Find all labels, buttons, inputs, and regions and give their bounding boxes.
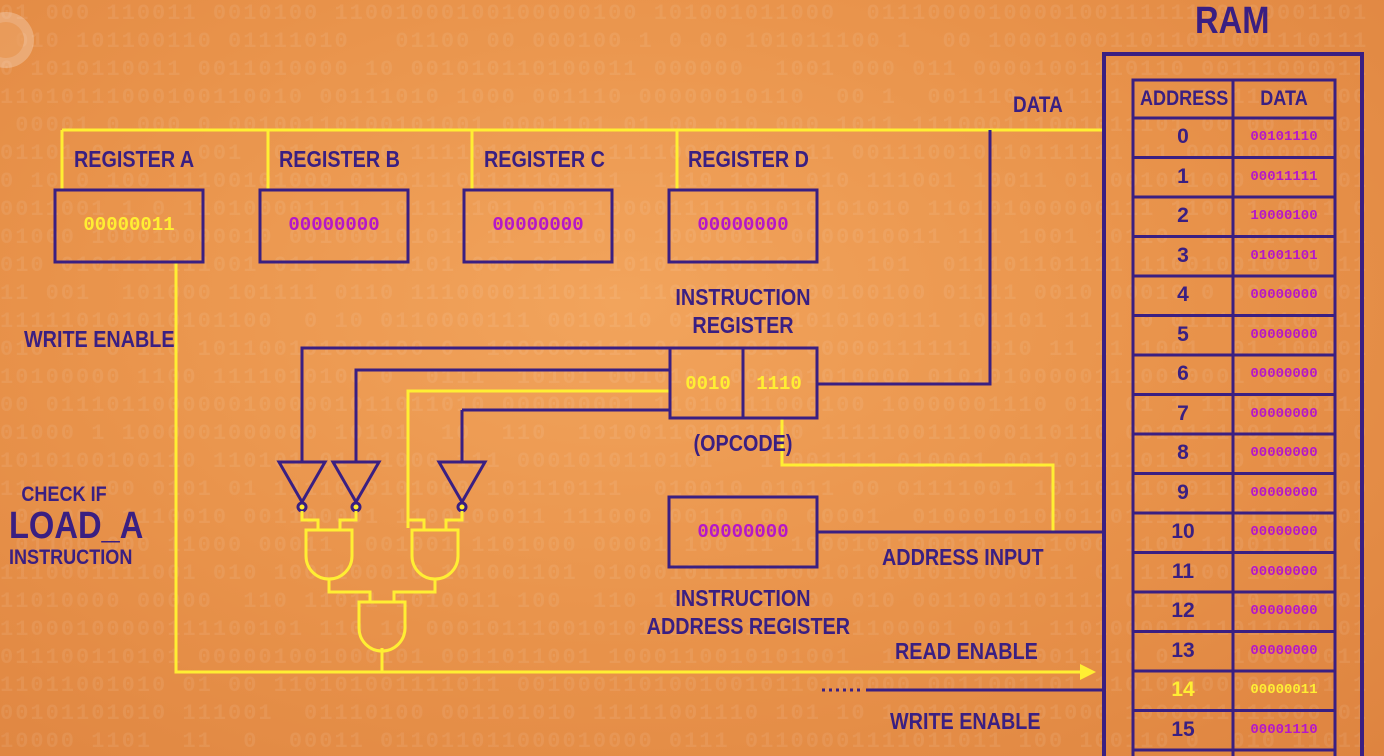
gate-wire	[406, 518, 426, 530]
and-gate-icon	[357, 600, 407, 653]
instruction-address-value: 1110	[756, 373, 802, 395]
ram-address-cell: 12	[1171, 599, 1195, 622]
opcode-value: 0010	[685, 373, 731, 395]
not-gate-icon	[436, 460, 488, 513]
iar-label-line2: ADDRESS REGISTER	[646, 613, 851, 639]
iar-value: 00000000	[697, 521, 789, 543]
address-input-label: ADDRESS INPUT	[882, 544, 1044, 570]
not-gate-icon	[330, 460, 382, 513]
check-if-line: CHECK IF	[21, 483, 107, 506]
data-bus-label: DATA	[1013, 92, 1063, 117]
ram-address-cell: 1	[1177, 164, 1189, 188]
ram-address-cell: 2	[1177, 204, 1189, 227]
not-gate-icon	[276, 460, 328, 513]
register-d-value: 00000000	[697, 214, 789, 236]
ram-data-cell: 00000000	[1250, 484, 1318, 501]
ram-data-cell: 00000000	[1250, 287, 1318, 303]
register-d-box	[667, 188, 819, 264]
gate-wire	[327, 579, 372, 602]
ram-address-cell: 13	[1171, 638, 1195, 662]
register-b-box	[258, 188, 410, 264]
data-bus-wire	[60, 128, 1104, 190]
ram-data-cell: 00000000	[1250, 445, 1318, 461]
register-c-box	[462, 188, 614, 264]
ram-address-cell: 11	[1171, 559, 1195, 583]
ram-data-cell: 00000000	[1250, 563, 1318, 580]
register-a-label: REGISTER A	[74, 146, 195, 172]
ram-address-cell: 9	[1177, 480, 1189, 504]
ram-address-cell: 6	[1177, 362, 1189, 385]
ram-data-cell: 00001110	[1250, 721, 1318, 738]
write-enable-bottom-label: WRITE ENABLE	[890, 708, 1041, 734]
ram-row-lines	[1133, 156, 1335, 752]
instruction-register-label-line2: REGISTER	[692, 312, 794, 338]
ram-address-cell: 0	[1177, 125, 1189, 148]
check-if-label: CHECK IF LOAD_A INSTRUCTION	[8, 483, 144, 569]
opcode-active-bit-wire	[406, 389, 670, 528]
register-b-label: REGISTER B	[279, 146, 400, 172]
register-a-value: 00000011	[83, 214, 175, 236]
instruction-line: INSTRUCTION	[8, 546, 133, 569]
and-gate-icon	[304, 528, 354, 581]
ram-address-cell: 14	[1171, 678, 1195, 701]
opcode-label: (OPCODE)	[693, 430, 793, 456]
opcode-bit-wire	[354, 368, 670, 462]
read-enable-arrow-icon	[1080, 664, 1096, 680]
gate-wire	[392, 579, 437, 602]
ram-data-cell: 00000000	[1250, 366, 1318, 382]
ram-address-cell: 10	[1171, 520, 1195, 543]
ram-data-cell: 01001101	[1250, 247, 1318, 264]
and-gate-icon	[410, 528, 460, 581]
instruction-register-label-line1: INSTRUCTION	[675, 284, 811, 310]
read-enable-wire	[174, 262, 1082, 674]
ram-address-cell: 3	[1177, 243, 1189, 267]
gate-wire	[444, 511, 464, 530]
ram-data-cell: 00000000	[1250, 524, 1318, 540]
gate-wire	[338, 511, 358, 530]
load-a-line: LOAD_A	[8, 505, 144, 547]
ram-address-cell: 7	[1177, 401, 1189, 425]
data-to-ir-wire	[818, 130, 992, 386]
register-c-label: REGISTER C	[484, 146, 605, 172]
ram-data-cell: 00000000	[1250, 405, 1318, 422]
ram-data-cell: 00011111	[1250, 168, 1318, 185]
ram-data-cell: 00000000	[1250, 326, 1318, 343]
write-enable-label: WRITE ENABLE	[24, 326, 175, 352]
iar-label: INSTRUCTION ADDRESS REGISTER	[646, 584, 851, 640]
gate-wire	[300, 511, 320, 530]
register-b-value: 00000000	[288, 214, 380, 236]
read-enable-label: READ ENABLE	[895, 638, 1038, 664]
ram-data-header: DATA	[1260, 87, 1308, 110]
ram-address-cell: 5	[1177, 322, 1189, 346]
register-d-label: REGISTER D	[688, 146, 809, 172]
ram-address-header: ADDRESS	[1140, 87, 1229, 110]
iar-label-line1: INSTRUCTION	[675, 585, 811, 611]
ram-data-cell: 00000000	[1250, 603, 1318, 619]
register-c-value: 00000000	[492, 214, 584, 236]
ram-address-cell: 15	[1171, 717, 1195, 741]
ram-block	[1102, 52, 1364, 756]
address-wire	[780, 418, 1104, 534]
ram-data-cell: 00101110	[1250, 129, 1318, 145]
instruction-register-label: INSTRUCTION REGISTER	[657, 283, 829, 339]
ram-data-cell: 00000011	[1250, 682, 1318, 698]
ram-data-cell: 00000000	[1250, 642, 1318, 659]
ram-data-cell: 10000100	[1250, 208, 1318, 224]
channel-logo-icon	[0, 12, 34, 68]
ram-title: RAM	[1195, 0, 1270, 42]
register-a-box	[53, 188, 205, 264]
ram-address-cell: 4	[1177, 283, 1189, 306]
instruction-address-register-box	[667, 495, 819, 569]
opcode-bit-wire	[300, 346, 670, 462]
ram-address-cell: 8	[1177, 441, 1189, 464]
